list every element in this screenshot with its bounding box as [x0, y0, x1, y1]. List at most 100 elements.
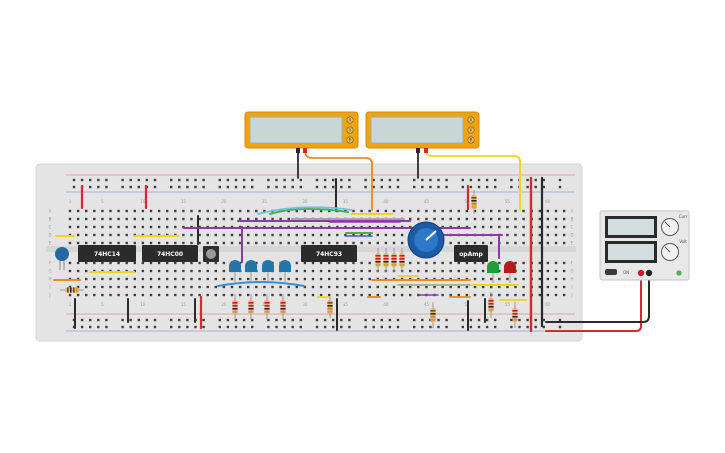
column-number: 1: [69, 302, 72, 307]
multimeter-button-a[interactable]: [346, 116, 354, 124]
multimeter-button-r[interactable]: [467, 136, 475, 144]
hole: [133, 261, 136, 265]
hole: [198, 285, 201, 289]
resistor[interactable]: [391, 248, 397, 272]
potentiometer[interactable]: [407, 221, 445, 259]
hole: [153, 318, 157, 322]
resistor[interactable]: [60, 287, 84, 293]
multimeter-button-v[interactable]: [346, 126, 354, 134]
resistor[interactable]: [232, 294, 238, 320]
resistor[interactable]: [488, 292, 494, 318]
psu-terminal-positive[interactable]: [637, 269, 645, 277]
hole: [117, 217, 120, 221]
hole: [263, 285, 266, 289]
psu-lead-black[interactable]: [545, 279, 650, 323]
hole: [376, 233, 379, 237]
column-number: 55: [505, 199, 511, 204]
psu-lead-red[interactable]: [545, 279, 642, 332]
hole: [437, 325, 440, 329]
hole: [522, 261, 525, 265]
power-supply[interactable]: Curr Volt ON: [599, 210, 690, 281]
multimeter-button-a[interactable]: [467, 116, 475, 124]
hole: [133, 217, 136, 221]
led-red[interactable]: [504, 261, 516, 283]
multimeter-button-r[interactable]: [346, 136, 354, 144]
hole: [182, 277, 185, 281]
resistor[interactable]: [471, 190, 477, 214]
psu-terminal-negative[interactable]: [645, 269, 653, 277]
hole: [429, 178, 432, 182]
hole: [506, 285, 509, 289]
chip-74hc14[interactable]: 74HC14: [78, 245, 136, 262]
hole: [344, 233, 347, 237]
hole: [514, 277, 517, 281]
hole: [319, 233, 323, 237]
hole: [89, 185, 92, 189]
hole: [538, 225, 541, 229]
hole: [546, 293, 550, 297]
chip-74hc93[interactable]: 74HC93: [301, 245, 357, 262]
hole: [554, 293, 558, 297]
multimeter-button-v[interactable]: [467, 126, 475, 134]
led-blue[interactable]: [262, 260, 274, 282]
hole: [522, 241, 525, 245]
hole: [279, 285, 282, 289]
resistor[interactable]: [248, 294, 254, 320]
led-blue[interactable]: [229, 260, 241, 282]
probe-wire-orange[interactable]: [304, 151, 373, 211]
resistor[interactable]: [383, 248, 389, 272]
hole: [170, 178, 173, 182]
resistor[interactable]: [399, 248, 405, 272]
resistor[interactable]: [375, 248, 381, 272]
wire-green[interactable]: [269, 207, 349, 215]
chip-74hc00[interactable]: 74HC00: [142, 245, 198, 262]
hole: [481, 225, 485, 229]
resistor[interactable]: [264, 294, 270, 320]
hole: [76, 285, 80, 289]
hole: [68, 225, 72, 229]
hole: [522, 285, 525, 289]
wire-blue[interactable]: [217, 281, 305, 287]
hole: [340, 178, 343, 182]
hole: [157, 285, 161, 289]
hole: [182, 209, 185, 213]
wires[interactable]: [53, 151, 650, 333]
psu-terminal-ground[interactable]: [676, 270, 682, 276]
hole: [271, 217, 274, 221]
push-button[interactable]: [203, 246, 219, 262]
resistor[interactable]: [512, 302, 518, 328]
wire-lightblue[interactable]: [257, 206, 353, 215]
hole: [514, 225, 517, 229]
row-letter: E: [49, 241, 52, 246]
hole: [76, 261, 80, 265]
hole: [186, 318, 189, 322]
resistor[interactable]: [327, 296, 333, 318]
hole: [105, 318, 108, 322]
hole: [153, 185, 157, 189]
hole: [157, 241, 161, 245]
hole: [380, 318, 383, 322]
multimeter-2[interactable]: A V R: [365, 111, 480, 153]
resistor[interactable]: [280, 294, 286, 320]
hole: [554, 241, 558, 245]
hole: [186, 178, 189, 182]
probe-wire-yellow[interactable]: [425, 151, 521, 163]
led-blue[interactable]: [245, 260, 257, 282]
hole: [145, 325, 149, 329]
hole: [166, 261, 169, 265]
multimeter-1[interactable]: A V R: [244, 111, 359, 153]
resistor[interactable]: [430, 302, 436, 328]
led-green[interactable]: [487, 261, 499, 283]
led-blue[interactable]: [279, 260, 291, 282]
capacitor[interactable]: [55, 247, 69, 270]
hole: [526, 325, 529, 329]
hole: [149, 269, 153, 273]
hole: [384, 293, 388, 297]
hole: [360, 285, 363, 289]
hole: [149, 285, 153, 289]
chip-opamp[interactable]: opAmp: [454, 245, 488, 262]
psu-power-button[interactable]: [605, 269, 617, 275]
hole: [538, 217, 541, 221]
hole: [413, 178, 416, 182]
